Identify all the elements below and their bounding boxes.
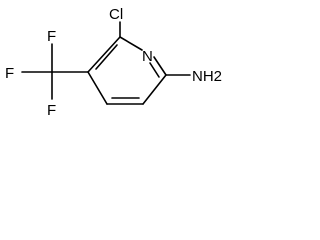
structure-diagram: Cl N NH2 F F F bbox=[5, 6, 222, 119]
bond-c3-c2 bbox=[87, 36, 121, 73]
double-bond-c2-c3-inner bbox=[95, 44, 118, 70]
chlorine-label: Cl bbox=[109, 6, 123, 23]
fluorine-bottom-label: F bbox=[47, 102, 56, 119]
fluorine-left-label: F bbox=[5, 65, 14, 82]
bond-n1-c6 bbox=[153, 56, 167, 76]
double-bond-n1-c6-inner bbox=[149, 62, 160, 78]
amine-label: NH2 bbox=[192, 68, 222, 85]
fluorine-top-label: F bbox=[47, 28, 56, 45]
bond-c4-c3 bbox=[87, 71, 108, 105]
bond-c2-n1 bbox=[119, 36, 143, 51]
bond-c6-c5 bbox=[142, 74, 167, 105]
nitrogen-label: N bbox=[142, 48, 153, 65]
